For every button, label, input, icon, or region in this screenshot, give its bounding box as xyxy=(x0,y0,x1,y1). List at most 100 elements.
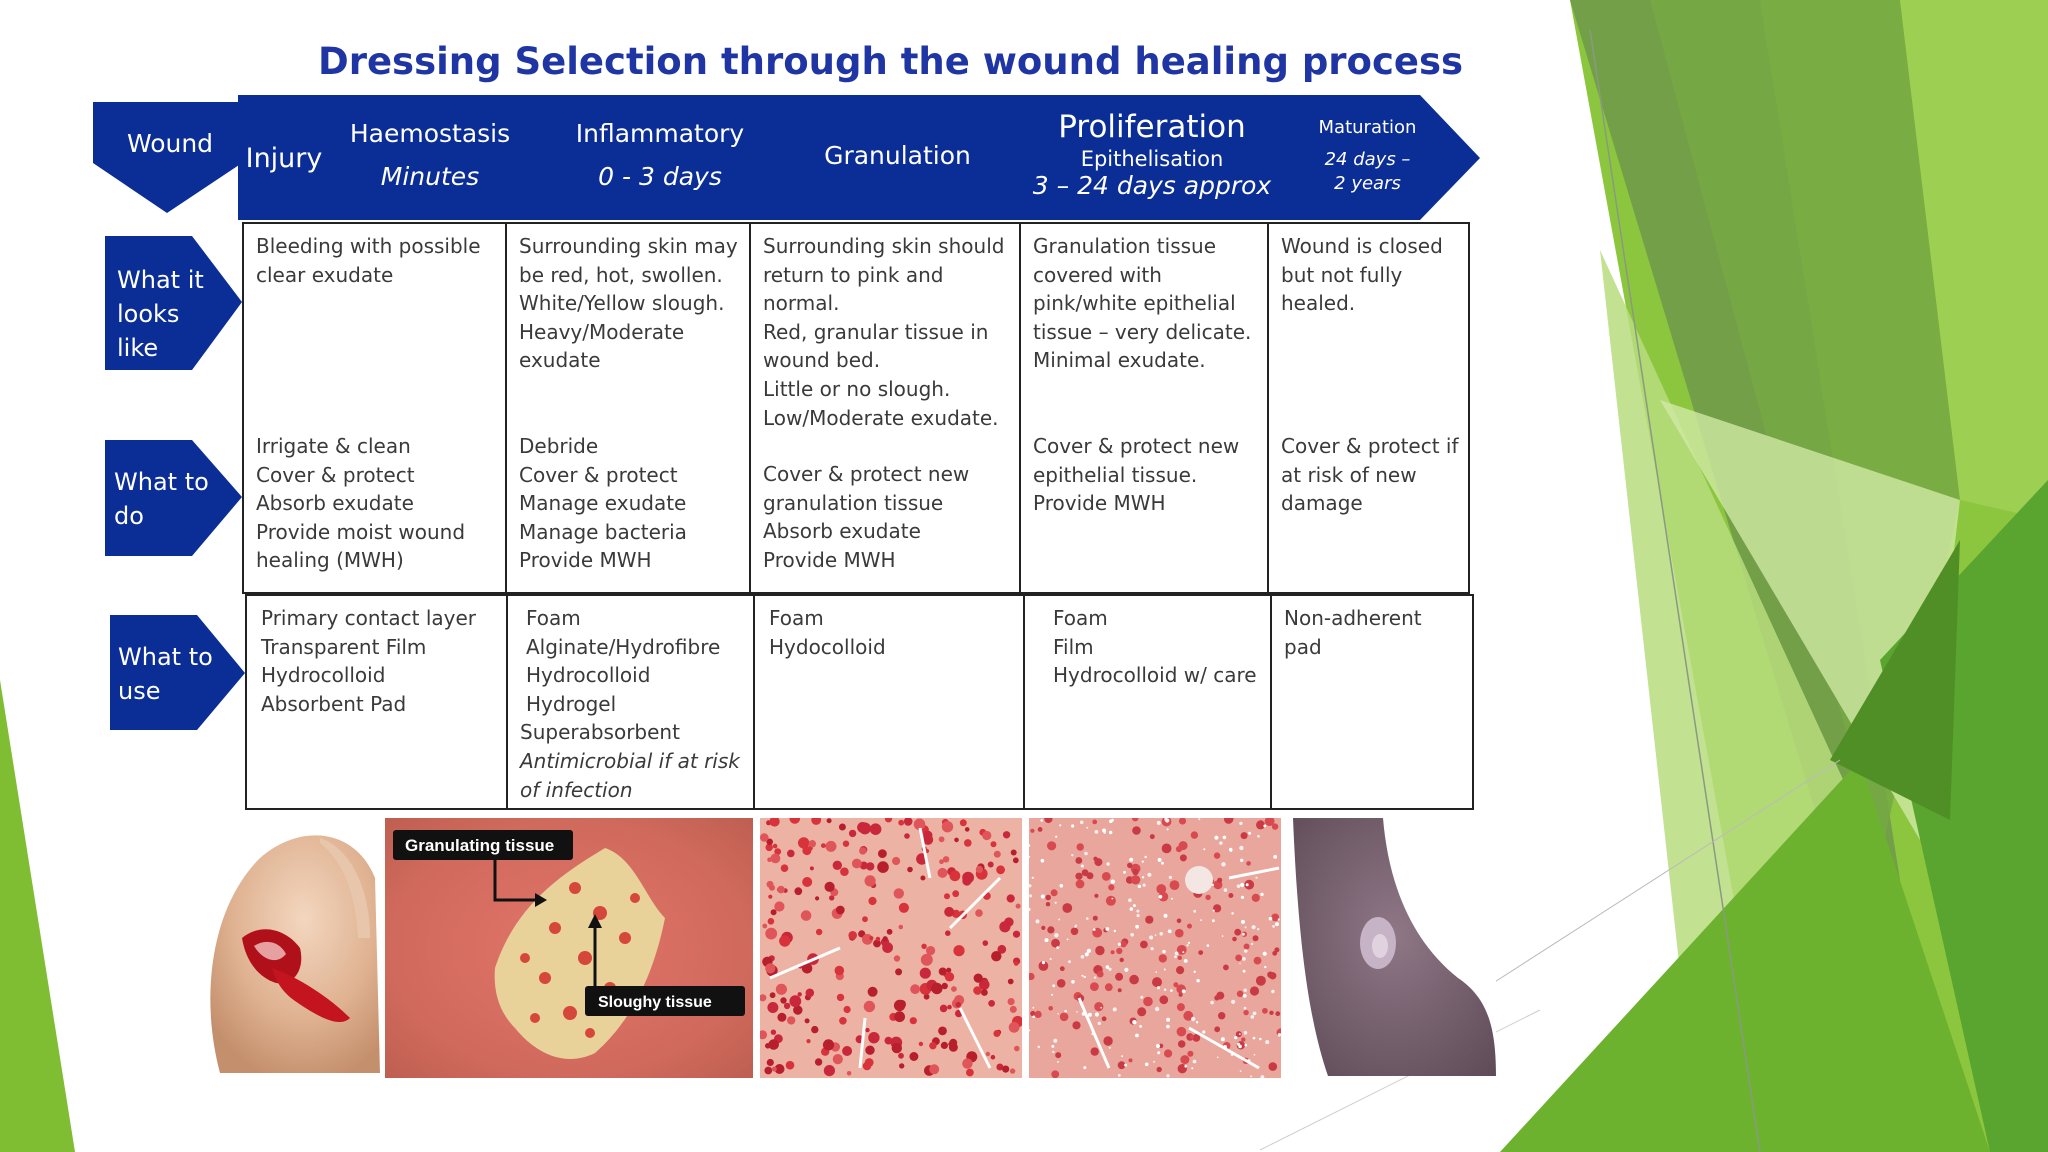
texture-dot xyxy=(1037,1045,1041,1049)
texture-dot xyxy=(1145,915,1154,924)
texture-dot xyxy=(1149,935,1154,940)
texture-dot xyxy=(1149,834,1155,840)
texture-dot xyxy=(846,1071,852,1076)
texture-dot xyxy=(1141,876,1145,879)
texture-dot xyxy=(797,992,802,997)
texture-dot xyxy=(767,918,775,925)
texture-dot xyxy=(1002,1065,1010,1073)
texture-dot xyxy=(982,940,989,946)
texture-dot xyxy=(1006,894,1015,903)
texture-dot xyxy=(805,988,815,998)
what-to-use-inflammatory: Foam Alginate/Hydrofibre Hydrocolloid Hy… xyxy=(520,606,740,802)
texture-dot xyxy=(1086,872,1094,880)
texture-dot xyxy=(783,1002,791,1010)
texture-dot xyxy=(1132,826,1141,835)
stage-injury: Injury xyxy=(245,143,323,174)
texture-dot xyxy=(1055,1052,1062,1059)
texture-dot xyxy=(868,1032,880,1044)
texture-dot xyxy=(1029,844,1031,847)
texture-dot xyxy=(1014,1045,1020,1052)
label-sloughy-tissue: Sloughy tissue xyxy=(598,994,712,1011)
texture-dot xyxy=(832,860,842,870)
texture-dot xyxy=(1169,880,1180,890)
texture-dot xyxy=(765,963,776,974)
texture-dot xyxy=(898,902,909,913)
texture-dot xyxy=(779,935,791,947)
texture-dot xyxy=(1231,999,1236,1004)
texture-dot xyxy=(1221,862,1226,867)
texture-dot xyxy=(1251,893,1260,902)
texture-dot xyxy=(1032,1006,1035,1009)
texture-dot xyxy=(993,850,1001,858)
texture-dot xyxy=(1260,1075,1265,1078)
texture-dot xyxy=(962,871,974,884)
texture-dot xyxy=(929,1064,940,1075)
texture-dot xyxy=(1269,1010,1274,1015)
texture-dot xyxy=(859,847,867,855)
stage-proliferation-sub: Epithelisation xyxy=(1080,147,1224,171)
texture-dot xyxy=(1241,919,1245,924)
texture-dot xyxy=(1002,831,1011,839)
texture-dot xyxy=(834,965,845,976)
texture-dot xyxy=(1080,864,1084,868)
row-label-what-to-use: What to use xyxy=(118,643,213,705)
texture-dot xyxy=(1183,1010,1194,1021)
texture-dot xyxy=(1068,960,1071,964)
texture-dot xyxy=(857,822,868,833)
texture-dot xyxy=(1262,1007,1268,1014)
texture-dot xyxy=(1015,903,1021,909)
texture-dot xyxy=(1057,1060,1059,1063)
texture-dot xyxy=(1244,1043,1248,1047)
texture-dot xyxy=(1250,942,1254,946)
texture-dot xyxy=(893,888,904,899)
texture-dot xyxy=(1094,1012,1099,1017)
texture-dot xyxy=(964,839,972,847)
texture-dot xyxy=(1009,1005,1017,1013)
texture-dot xyxy=(1047,926,1055,934)
texture-dot xyxy=(1105,965,1110,969)
texture-dot xyxy=(1075,879,1085,889)
slide-title: Dressing Selection through the wound hea… xyxy=(318,40,1464,83)
texture-dot xyxy=(1116,947,1123,955)
texture-dot xyxy=(1257,834,1260,838)
texture-dot xyxy=(1153,1060,1155,1063)
texture-dot xyxy=(774,1064,785,1074)
texture-dot xyxy=(1058,918,1061,921)
texture-dot xyxy=(1246,861,1251,866)
texture-dot xyxy=(1264,818,1275,827)
texture-dot xyxy=(1103,1036,1113,1046)
texture-dot xyxy=(1164,1049,1173,1058)
texture-dot xyxy=(1240,832,1248,840)
texture-dot xyxy=(768,894,773,899)
texture-dot xyxy=(954,837,959,843)
texture-dot xyxy=(1012,930,1021,938)
texture-dot xyxy=(1059,966,1065,972)
texture-dot xyxy=(1052,984,1056,988)
texture-dot xyxy=(1124,1063,1128,1067)
texture-dot xyxy=(785,1060,795,1070)
texture-dot xyxy=(1080,955,1085,959)
texture-dot xyxy=(1242,957,1246,961)
texture-dot xyxy=(1235,1031,1242,1038)
texture-dot xyxy=(1093,976,1097,979)
texture-dot xyxy=(1277,1033,1281,1037)
texture-dot xyxy=(1112,1007,1117,1012)
texture-dot xyxy=(1048,1006,1053,1011)
texture-dot xyxy=(811,818,822,825)
texture-dot xyxy=(1249,986,1260,996)
texture-dot xyxy=(1167,929,1172,934)
texture-dot xyxy=(941,982,948,990)
texture-dot xyxy=(770,853,781,864)
what-to-do-arrow-shape xyxy=(105,440,242,556)
texture-dot xyxy=(1127,862,1133,869)
texture-dot xyxy=(1094,893,1099,898)
texture-dot xyxy=(990,1054,996,1060)
texture-dot xyxy=(997,944,1007,954)
texture-dot xyxy=(1094,1002,1104,1012)
texture-dot xyxy=(1051,993,1054,996)
texture-dot xyxy=(1202,1030,1206,1034)
texture-dot xyxy=(1083,975,1086,979)
